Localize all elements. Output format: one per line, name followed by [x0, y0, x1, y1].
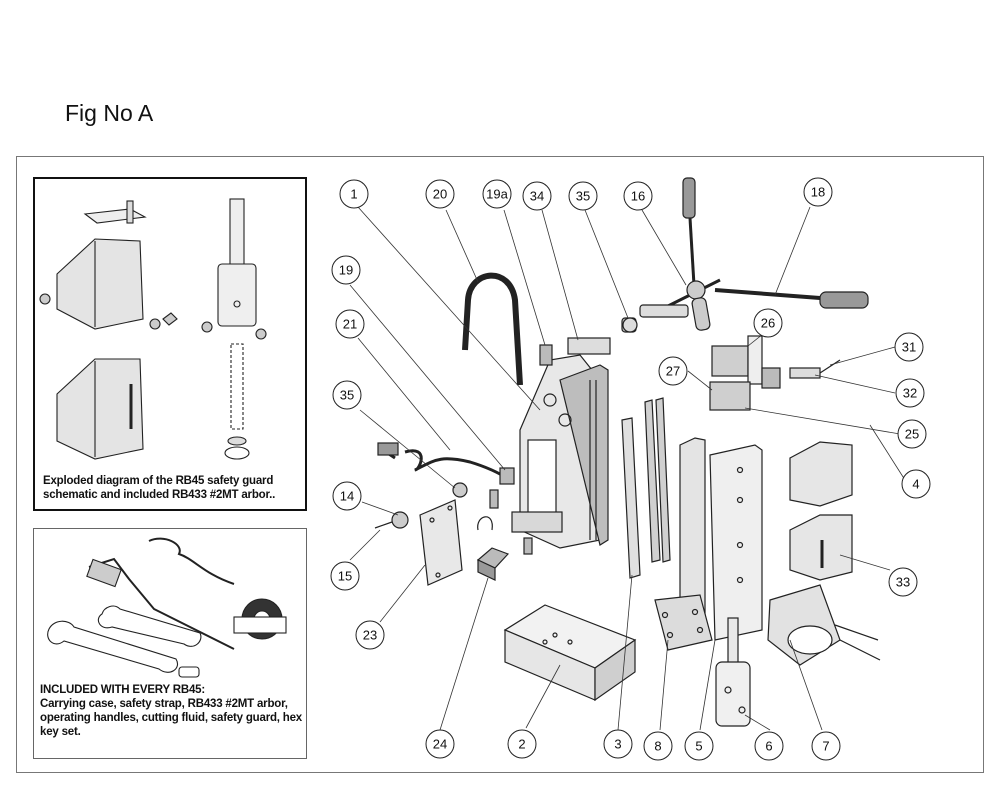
guard-inset-drawing	[39, 198, 267, 460]
callout-label: 24	[433, 737, 447, 752]
power-cable	[377, 442, 511, 482]
included-inset-drawing	[47, 537, 287, 678]
callout-label: 31	[902, 340, 916, 355]
slide-plate	[679, 437, 763, 641]
guard-inset: Exploded diagram of the RB45 safety guar…	[33, 177, 307, 511]
safety-guard	[789, 441, 853, 581]
rectifier	[476, 516, 510, 581]
callout-5	[684, 731, 714, 761]
callout-label: 27	[666, 364, 680, 379]
callout-20	[425, 179, 455, 209]
slide-rails	[621, 397, 671, 579]
mount-bracket	[654, 594, 713, 651]
callout-label: 26	[761, 316, 775, 331]
callout-35b	[332, 380, 362, 410]
callout-8	[643, 731, 673, 761]
arbor	[715, 617, 751, 727]
feed-handles	[621, 177, 869, 333]
small-parts	[374, 317, 638, 555]
callout-label: 6	[765, 739, 772, 754]
callout-label: 35	[340, 388, 354, 403]
motor-frame	[511, 354, 609, 549]
callout-label: 19a	[486, 187, 508, 202]
callout-4	[901, 469, 931, 499]
callout-label: 32	[903, 386, 917, 401]
callout-27	[658, 356, 688, 386]
callout-21	[335, 309, 365, 339]
callout-label: 15	[338, 569, 352, 584]
callout-34	[522, 181, 552, 211]
base-block	[503, 604, 637, 702]
included-text: Carrying case, safety strap, RB433 #2MT …	[40, 698, 302, 738]
guard-caption: Exploded diagram of the RB45 safety guar…	[43, 475, 276, 501]
callout-33	[888, 567, 918, 597]
figure-title: Fig No A	[65, 100, 154, 126]
callout-label: 19	[339, 263, 353, 278]
callout-label: 1	[350, 187, 357, 202]
callout-31	[894, 332, 924, 362]
diagram-frame	[16, 156, 984, 773]
included-caption: INCLUDED WITH EVERY RB45: Carrying case,…	[40, 683, 302, 739]
guard-bracket	[767, 584, 881, 666]
callout-label: 16	[631, 189, 645, 204]
callout-7	[811, 731, 841, 761]
callout-label: 8	[654, 739, 661, 754]
callout-label: 14	[340, 489, 354, 504]
callout-32	[895, 378, 925, 408]
callout-label: 25	[905, 427, 919, 442]
callout-label: 33	[896, 575, 910, 590]
callout-16	[623, 181, 653, 211]
callout-1	[339, 179, 369, 209]
callout-2	[507, 729, 537, 759]
callout-15	[330, 561, 360, 591]
brush-loop	[462, 272, 523, 386]
callout-label: 5	[695, 739, 702, 754]
callout-19	[331, 255, 361, 285]
callout-19a	[482, 179, 512, 209]
callout-label: 35	[576, 189, 590, 204]
callout-label: 2	[518, 737, 525, 752]
callout-label: 7	[822, 739, 829, 754]
callout-label: 18	[811, 185, 825, 200]
callout-23	[355, 620, 385, 650]
callout-14	[332, 481, 362, 511]
included-heading: INCLUDED WITH EVERY RB45:	[40, 684, 205, 696]
callout-24	[425, 729, 455, 759]
callout-label: 23	[363, 628, 377, 643]
callout-18	[803, 177, 833, 207]
callout-label: 21	[343, 317, 357, 332]
callout-6	[754, 731, 784, 761]
callout-label: 4	[912, 477, 919, 492]
cover-plate	[419, 499, 463, 586]
included-inset: INCLUDED WITH EVERY RB45: Carrying case,…	[33, 528, 307, 759]
callout-label: 20	[433, 187, 447, 202]
callout-3	[603, 729, 633, 759]
callout-25	[897, 419, 927, 449]
callout-26	[753, 308, 783, 338]
switch-assembly	[709, 335, 841, 411]
callout-label: 34	[530, 189, 544, 204]
callout-label: 3	[614, 737, 621, 752]
callout-group	[330, 177, 931, 761]
callout-35a	[568, 181, 598, 211]
